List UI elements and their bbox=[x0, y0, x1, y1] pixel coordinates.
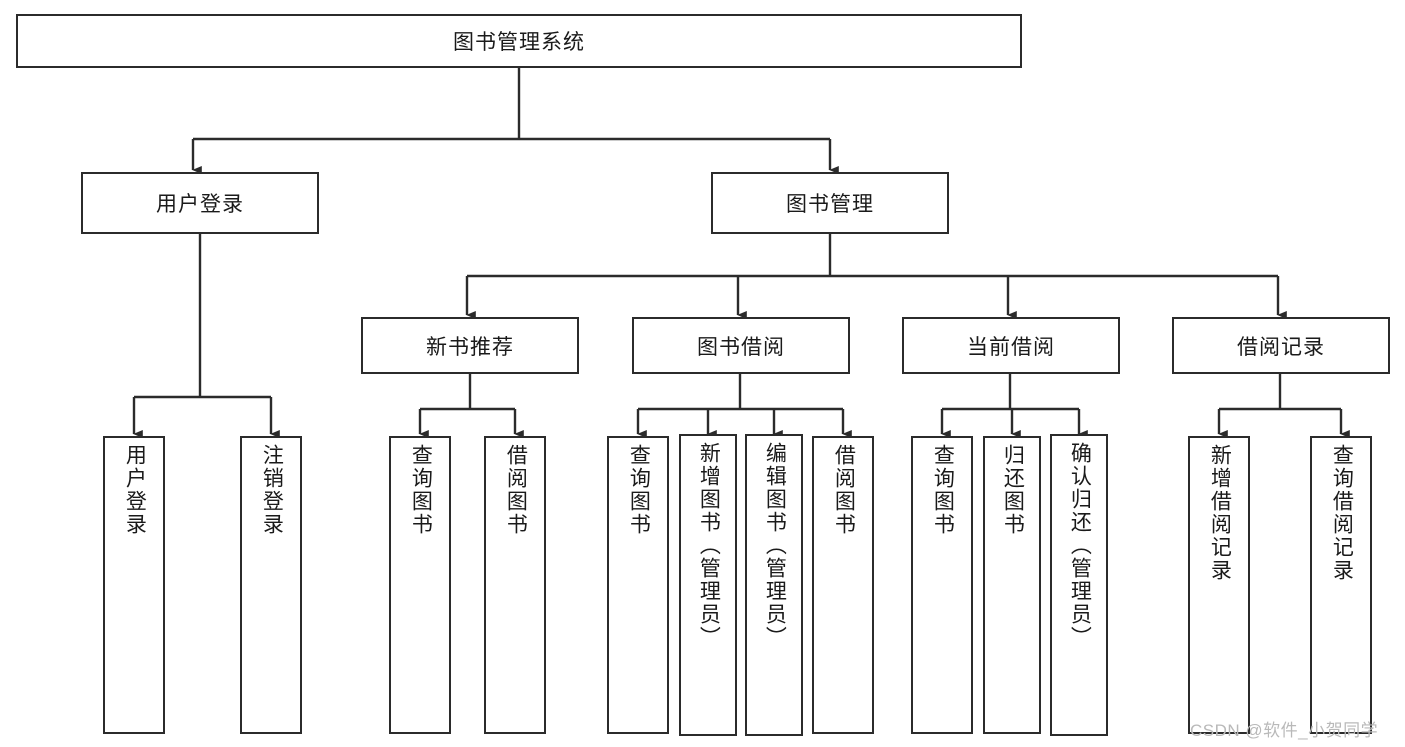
node-leaf-13-label: 查询借阅记录 bbox=[1330, 444, 1354, 582]
node-leaf-2[interactable]: 注销登录 bbox=[240, 436, 302, 734]
node-leaf-7-label: 编辑图书（管理员） bbox=[763, 442, 787, 649]
node-leaf-12-label: 新增借阅记录 bbox=[1208, 444, 1232, 582]
node-level2-1-label: 用户登录 bbox=[156, 193, 244, 216]
node-level2-1[interactable]: 用户登录 bbox=[81, 172, 319, 234]
node-leaf-8-label: 借阅图书 bbox=[832, 444, 856, 536]
node-leaf-3[interactable]: 查询图书 bbox=[389, 436, 451, 734]
node-leaf-5-label: 查询图书 bbox=[627, 444, 651, 536]
node-leaf-5[interactable]: 查询图书 bbox=[607, 436, 669, 734]
node-leaf-2-label: 注销登录 bbox=[260, 444, 284, 536]
node-leaf-9[interactable]: 查询图书 bbox=[911, 436, 973, 734]
node-leaf-3-label: 查询图书 bbox=[409, 444, 433, 536]
node-leaf-8[interactable]: 借阅图书 bbox=[812, 436, 874, 734]
node-level2-2[interactable]: 图书管理 bbox=[711, 172, 949, 234]
node-leaf-13[interactable]: 查询借阅记录 bbox=[1310, 436, 1372, 734]
watermark: CSDN @软件_小贺同学 bbox=[1190, 721, 1379, 740]
node-level3-3-label: 当前借阅 bbox=[967, 335, 1055, 359]
node-level3-2[interactable]: 图书借阅 bbox=[632, 317, 850, 374]
node-leaf-4-label: 借阅图书 bbox=[504, 444, 528, 536]
node-leaf-10[interactable]: 归还图书 bbox=[983, 436, 1041, 734]
node-leaf-11[interactable]: 确认归还（管理员） bbox=[1050, 434, 1108, 736]
node-leaf-4[interactable]: 借阅图书 bbox=[484, 436, 546, 734]
node-leaf-12[interactable]: 新增借阅记录 bbox=[1188, 436, 1250, 734]
node-leaf-10-label: 归还图书 bbox=[1001, 444, 1025, 536]
node-leaf-1[interactable]: 用户登录 bbox=[103, 436, 165, 734]
node-level3-4[interactable]: 借阅记录 bbox=[1172, 317, 1390, 374]
node-level3-3[interactable]: 当前借阅 bbox=[902, 317, 1120, 374]
node-leaf-6[interactable]: 新增图书（管理员） bbox=[679, 434, 737, 736]
node-leaf-11-label: 确认归还（管理员） bbox=[1068, 442, 1092, 649]
node-level3-1-label: 新书推荐 bbox=[426, 335, 514, 359]
node-leaf-6-label: 新增图书（管理员） bbox=[697, 442, 721, 649]
node-level2-2-label: 图书管理 bbox=[786, 193, 874, 216]
node-root[interactable]: 图书管理系统 bbox=[16, 14, 1022, 68]
node-level3-4-label: 借阅记录 bbox=[1237, 335, 1325, 359]
node-leaf-9-label: 查询图书 bbox=[931, 444, 955, 536]
node-level3-2-label: 图书借阅 bbox=[697, 335, 785, 359]
node-leaf-1-label: 用户登录 bbox=[123, 444, 147, 536]
node-level3-1[interactable]: 新书推荐 bbox=[361, 317, 579, 374]
node-root-label: 图书管理系统 bbox=[453, 31, 585, 54]
node-leaf-7[interactable]: 编辑图书（管理员） bbox=[745, 434, 803, 736]
